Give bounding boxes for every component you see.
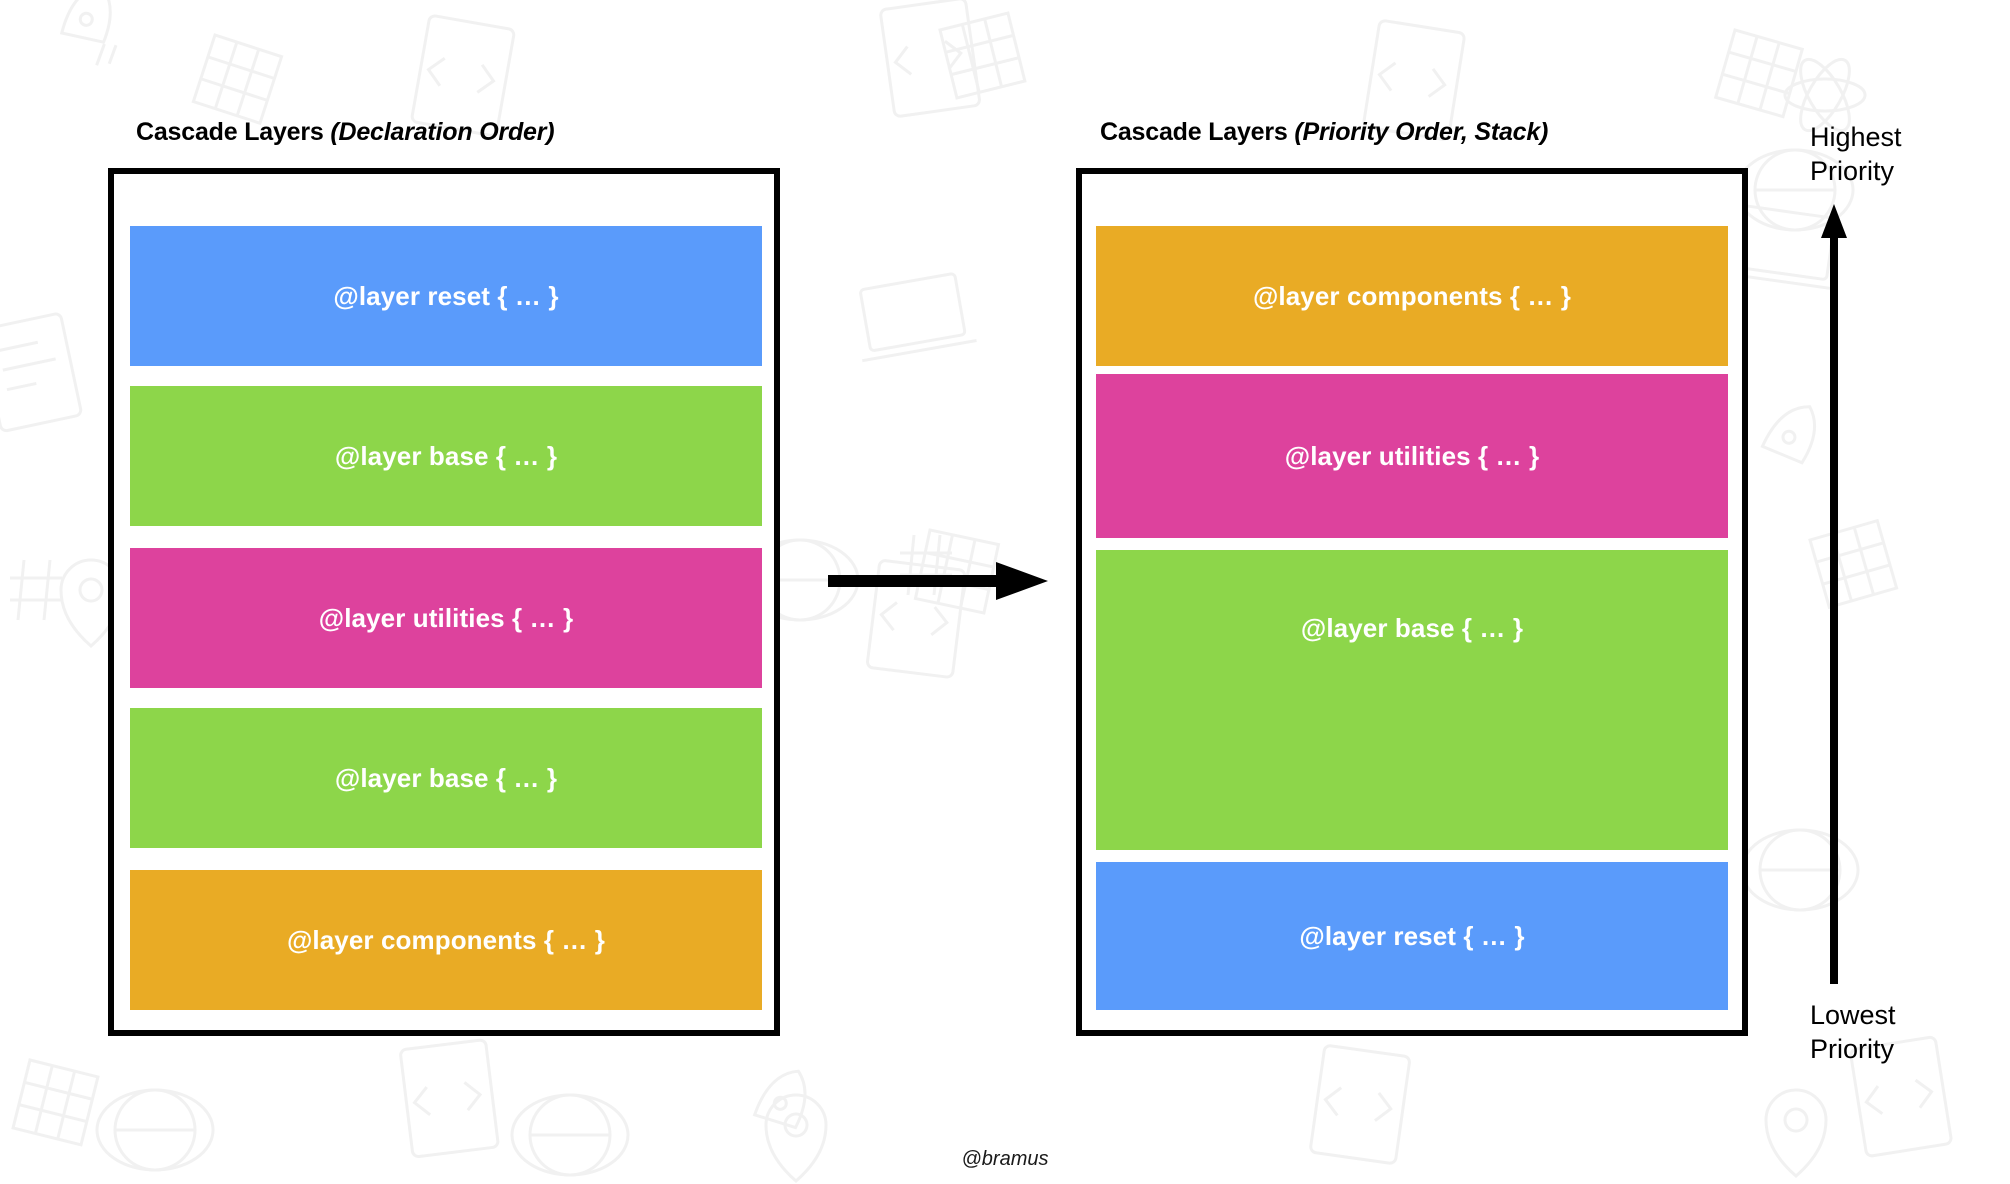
- left-title-emphasis: (Declaration Order): [330, 118, 555, 146]
- right-layer-label-utilities: @layer utilities { … }: [1284, 440, 1540, 471]
- right-layer-block-utilities[interactable]: @layer utilities { … }: [1096, 374, 1728, 538]
- left-layer-label-base-1: @layer base { … }: [334, 440, 558, 471]
- left-layer-block-reset[interactable]: @layer reset { … }: [130, 226, 762, 366]
- right-layer-block-base[interactable]: @layer base { … }: [1096, 550, 1728, 850]
- right-title-main: Cascade Layers: [1100, 118, 1295, 146]
- right-title-emphasis: (Priority Order, Stack): [1294, 118, 1549, 146]
- left-layer-label-base-2: @layer base { … }: [334, 762, 558, 793]
- left-layer-label-utilities: @layer utilities { … }: [318, 602, 574, 633]
- left-layer-block-components[interactable]: @layer components { … }: [130, 870, 762, 1010]
- right-column-title: Cascade Layers (Priority Order, Stack): [1100, 118, 1548, 147]
- left-title-main: Cascade Layers: [136, 118, 331, 146]
- priority-axis-top-label: Highest Priority: [1810, 122, 1902, 186]
- priority-axis: Highest Priority Lowest Priority: [1800, 120, 2010, 1064]
- left-layer-label-reset: @layer reset { … }: [333, 280, 559, 311]
- right-arrow-icon: [828, 562, 1048, 600]
- left-column-title: Cascade Layers (Declaration Order): [136, 118, 555, 147]
- right-layer-block-reset[interactable]: @layer reset { … }: [1096, 862, 1728, 1010]
- right-layer-label-reset: @layer reset { … }: [1299, 920, 1525, 951]
- left-layer-block-base-2[interactable]: @layer base { … }: [130, 708, 762, 848]
- right-layer-label-components: @layer components { … }: [1252, 280, 1572, 311]
- author-credit: @bramus: [961, 1148, 1049, 1170]
- left-layer-block-utilities[interactable]: @layer utilities { … }: [130, 548, 762, 688]
- right-layer-label-base: @layer base { … }: [1300, 613, 1524, 643]
- right-layer-block-components[interactable]: @layer components { … }: [1096, 226, 1728, 366]
- priority-axis-bottom-label: Lowest Priority: [1810, 1000, 1896, 1064]
- left-layer-label-components: @layer components { … }: [286, 924, 606, 955]
- left-layer-block-base-1[interactable]: @layer base { … }: [130, 386, 762, 526]
- up-arrow-icon: [1821, 204, 1847, 984]
